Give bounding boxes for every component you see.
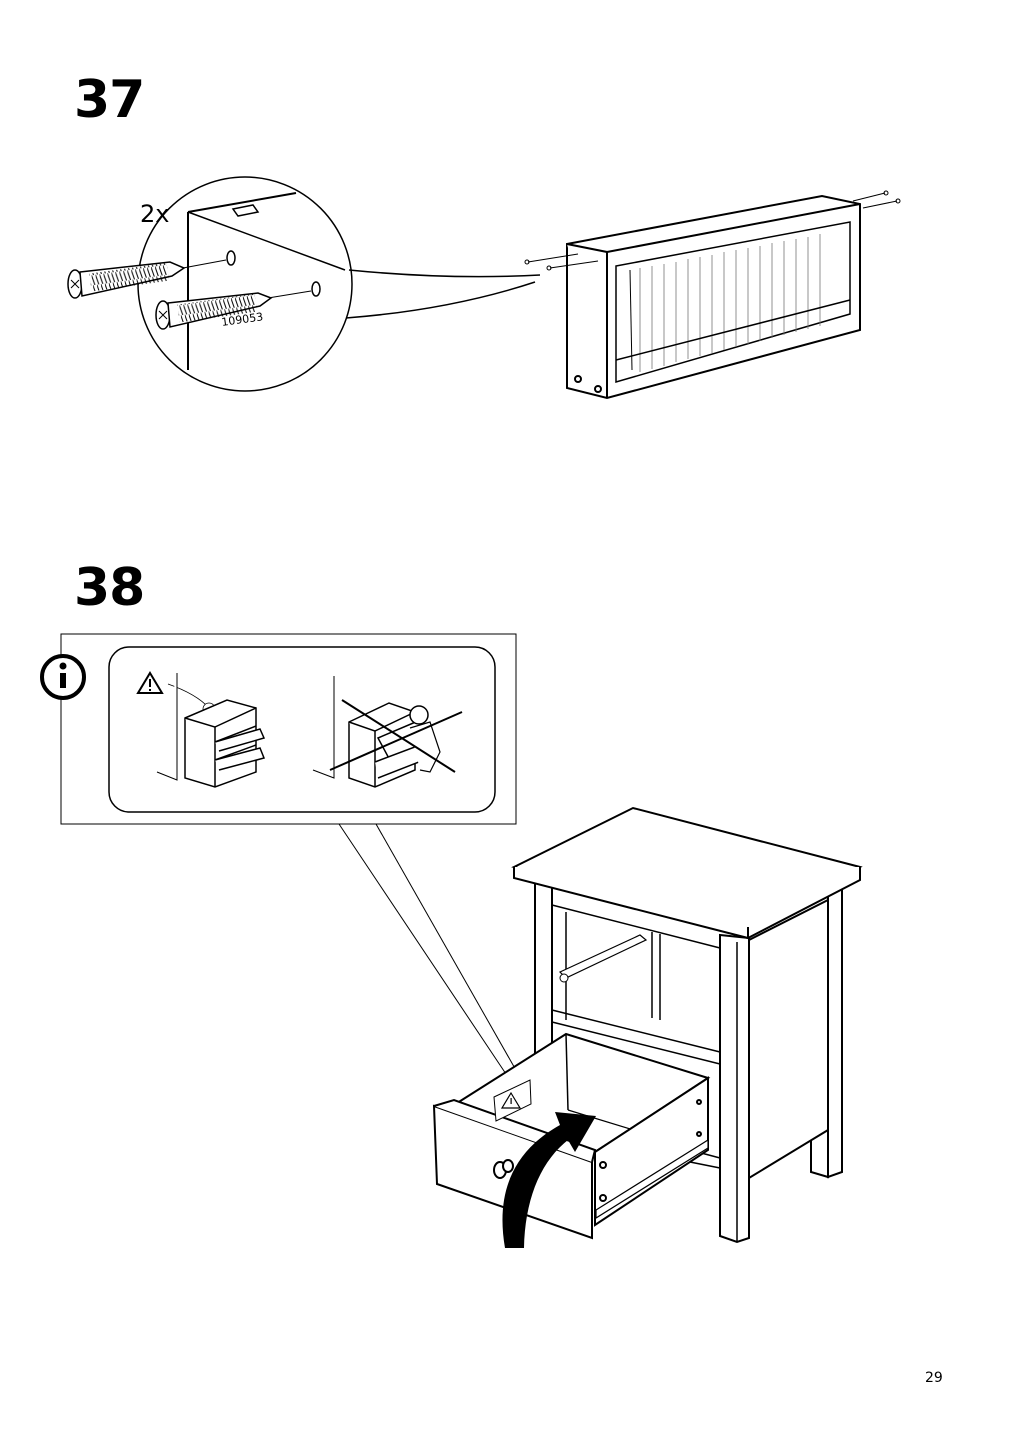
screw-icon: [524, 190, 901, 271]
warning-triangle-icon: [500, 1091, 522, 1109]
nightstand-drawing: [511, 806, 863, 1244]
step-37-detail-callout: [137, 176, 541, 392]
step-number-38: 38: [74, 558, 145, 618]
warning-triangle-icon: [136, 671, 164, 694]
screw-icon: [67, 261, 186, 299]
info-icon: [40, 654, 86, 700]
dresser-wrong-illustration: [312, 676, 463, 788]
quantity-label: 2x: [140, 200, 169, 228]
drawer-drawing: [432, 1032, 711, 1240]
cabinet-frame-drawing: [566, 194, 861, 400]
step-number-37: 37: [74, 70, 145, 130]
page-number: 29: [925, 1370, 943, 1386]
push-arrow-icon: [502, 1112, 596, 1248]
info-panel: [60, 633, 518, 1075]
dresser-correct-illustration: [156, 673, 266, 788]
screw-icon: [155, 292, 273, 330]
part-number-label: 109053: [221, 310, 264, 329]
